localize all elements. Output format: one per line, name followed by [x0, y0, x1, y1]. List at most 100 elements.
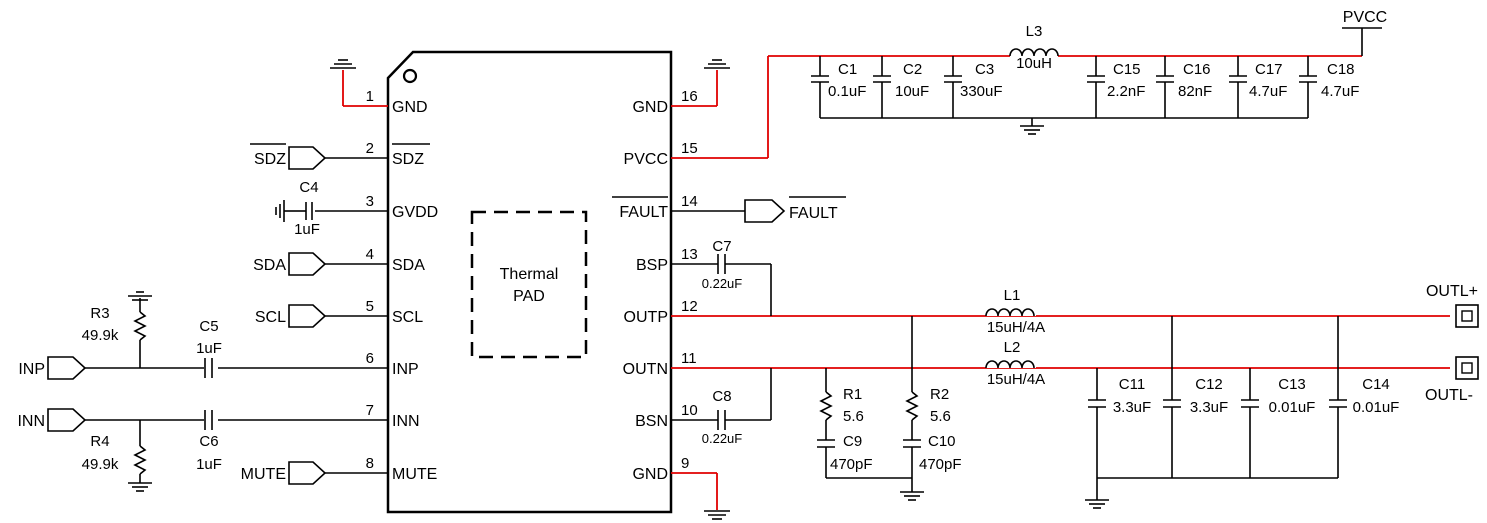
svg-text:C14: C14 [1362, 376, 1390, 393]
capacitor-c18: C18 4.7uF [1299, 61, 1359, 118]
ground-icon [1020, 118, 1044, 135]
capacitor-c2: C2 10uF [873, 61, 929, 118]
pin-10-number: 10 [681, 402, 698, 419]
pin-9-name: GND [632, 466, 668, 483]
svg-text:C18: C18 [1327, 61, 1355, 78]
pin-13-name: BSP [636, 257, 668, 274]
capacitor-c10: C10 470pF [903, 433, 962, 478]
pin-4-name: SDA [392, 257, 425, 274]
svg-text:C6: C6 [199, 433, 218, 450]
pin-7-name: INN [392, 413, 420, 430]
thermal-pad [470, 210, 588, 359]
capacitor-c17: C17 4.7uF [1229, 61, 1287, 118]
svg-text:R4: R4 [90, 433, 109, 450]
pin-8-name: MUTE [392, 466, 437, 483]
svg-text:1uF: 1uF [294, 221, 320, 238]
svg-text:5.6: 5.6 [843, 408, 864, 425]
capacitor-c12: C12 3.3uF [1163, 376, 1228, 478]
ic-body [386, 50, 673, 514]
ground-icon [1085, 478, 1109, 509]
svg-text:15uH/4A: 15uH/4A [987, 371, 1045, 388]
svg-text:0.1uF: 0.1uF [828, 83, 866, 100]
pin-9-number: 9 [681, 455, 689, 472]
pin-15-number: 15 [681, 140, 698, 157]
svg-text:INN: INN [17, 413, 45, 430]
ground-icon [900, 478, 924, 501]
pin1-marker [402, 68, 418, 84]
capacitor-c16: C16 82nF [1156, 61, 1212, 118]
inductor-l3: L3 10uH [1009, 23, 1059, 72]
pin-3-number: 3 [366, 193, 374, 210]
pin-1-name: GND [392, 99, 428, 116]
capacitor-c5: C5 1uF [196, 318, 222, 378]
port-mute: MUTE [241, 461, 327, 485]
capacitor-c14: C14 0.01uF [1329, 376, 1399, 478]
pin-12-number: 12 [681, 298, 698, 315]
svg-text:82nF: 82nF [1178, 83, 1212, 100]
port-scl: SCL [255, 304, 327, 328]
capacitor-c4: C4 1uF [294, 179, 320, 238]
svg-text:L1: L1 [1004, 287, 1021, 304]
resistor-r2: R2 5.6 [905, 316, 951, 440]
pin-6-name: INP [392, 361, 419, 378]
svg-text:330uF: 330uF [960, 83, 1003, 100]
svg-text:L3: L3 [1026, 23, 1043, 40]
thermal-pad-label-2: PAD [513, 288, 545, 305]
svg-text:C16: C16 [1183, 61, 1211, 78]
ground-icon [704, 59, 730, 69]
inductor-l1: L1 15uH/4A [985, 287, 1045, 336]
svg-text:1uF: 1uF [196, 456, 222, 473]
svg-text:3.3uF: 3.3uF [1113, 399, 1151, 416]
pin-3-name: GVDD [392, 204, 438, 221]
ground-icon [704, 510, 730, 520]
pin-5-number: 5 [366, 298, 374, 315]
svg-text:L2: L2 [1004, 339, 1021, 356]
pin-11-name: OUTN [623, 361, 668, 378]
pin-4-number: 4 [366, 246, 374, 263]
port-inn: INN [17, 408, 87, 432]
svg-text:SCL: SCL [255, 309, 286, 326]
svg-text:C7: C7 [712, 238, 731, 255]
thermal-pad-label-1: Thermal [500, 266, 559, 283]
svg-text:C10: C10 [928, 433, 956, 450]
svg-text:3.3uF: 3.3uF [1190, 399, 1228, 416]
svg-text:C2: C2 [903, 61, 922, 78]
pin-13-number: 13 [681, 246, 698, 263]
pin-2-number: 2 [366, 140, 374, 157]
capacitor-c1: C1 0.1uF [811, 61, 866, 118]
svg-text:C4: C4 [299, 179, 318, 196]
pin-2-name: SDZ [392, 151, 424, 168]
svg-text:15uH/4A: 15uH/4A [987, 319, 1045, 336]
svg-text:OUTL+: OUTL+ [1426, 283, 1478, 300]
port-sda: SDA [253, 252, 327, 276]
svg-text:10uF: 10uF [895, 83, 929, 100]
svg-text:10uH: 10uH [1016, 55, 1052, 72]
svg-text:470pF: 470pF [830, 456, 873, 473]
pin-11-number: 11 [681, 350, 697, 367]
capacitor-c9: C9 470pF [817, 433, 873, 478]
svg-text:1uF: 1uF [196, 340, 222, 357]
svg-text:C9: C9 [843, 433, 862, 450]
svg-text:R3: R3 [90, 305, 109, 322]
resistor-r4: R4 49.9k [82, 420, 147, 483]
ground-icon [330, 59, 356, 106]
terminal-outl-plus: OUTL+ [1426, 283, 1479, 328]
svg-text:49.9k: 49.9k [82, 327, 119, 344]
terminal-outl-minus: OUTL- [1425, 356, 1479, 404]
svg-text:OUTL-: OUTL- [1425, 387, 1473, 404]
inductor-l2: L2 15uH/4A [985, 339, 1045, 388]
pin-10-name: BSN [635, 413, 668, 430]
capacitor-c3: C3 330uF [944, 61, 1003, 118]
pin-6-number: 6 [366, 350, 374, 367]
capacitor-c15: C15 2.2nF [1087, 61, 1145, 118]
pin-15-name: PVCC [624, 151, 668, 168]
port-sdz: SDZ [250, 143, 327, 170]
pin-12-name: OUTP [624, 309, 668, 326]
pvcc-label: PVCC [1343, 9, 1387, 26]
port-fault: FAULT [744, 196, 846, 223]
capacitor-c11: C11 3.3uF [1088, 376, 1151, 478]
svg-text:FAULT: FAULT [789, 205, 838, 222]
pin-8-number: 8 [366, 455, 374, 472]
capacitor-c13: C13 0.01uF [1241, 376, 1315, 478]
